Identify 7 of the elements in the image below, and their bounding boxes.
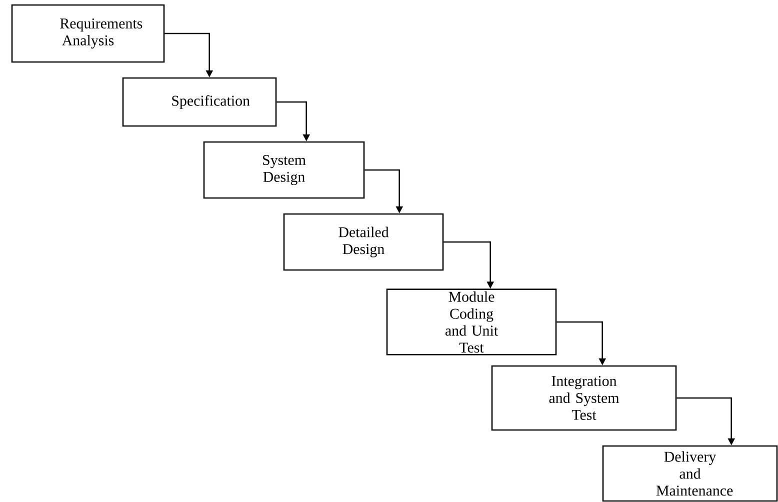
process-box: Detailed Design <box>283 213 444 271</box>
process-box: Module Coding and Unit Test <box>386 288 557 356</box>
process-box: Requirements Analysis <box>11 4 165 63</box>
process-box: Integration and System Test <box>491 365 677 431</box>
process-box: Specification <box>122 77 277 127</box>
process-box: System Design <box>203 141 365 199</box>
process-box: Delivery and Maintenance <box>602 445 778 502</box>
